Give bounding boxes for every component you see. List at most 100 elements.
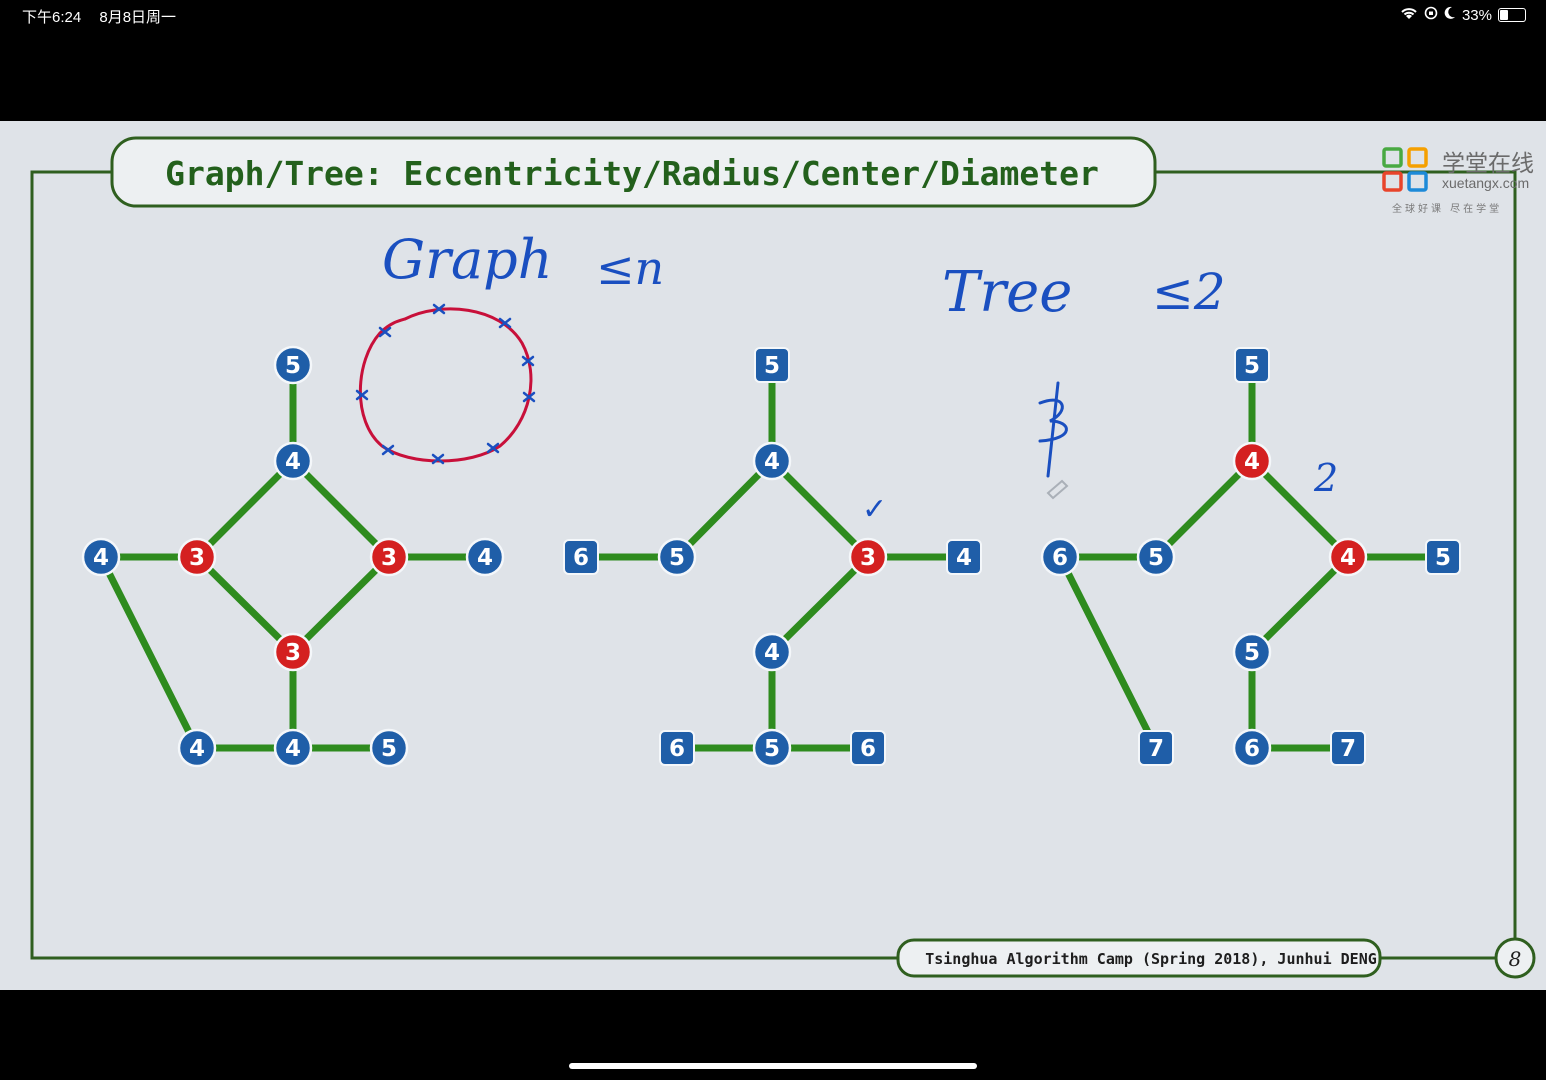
node-label: 5 [764, 736, 780, 762]
node-label: 7 [1340, 736, 1356, 762]
node-label: 4 [764, 640, 780, 666]
graph3-nodes: 5 4 6 5 4 5 5 7 6 7 [1040, 347, 1461, 768]
node-label: 6 [573, 545, 589, 571]
logo-domain: xuetangx.com [1442, 175, 1529, 191]
moon-icon [1444, 6, 1456, 24]
tree-node: 4 [752, 441, 792, 481]
handwriting-tree-bound: ≤2 [1152, 263, 1226, 321]
logo-brand-cn: 学堂在线 [1442, 151, 1534, 177]
node-label: 5 [381, 736, 397, 762]
tree-leaf-node: 6 [659, 730, 695, 766]
cycle-sketch [355, 303, 536, 465]
lecture-slide: Graph/Tree: Eccentricity/Radius/Center/D… [0, 121, 1546, 990]
graph3-edges [1056, 361, 1447, 752]
handwriting-graph: Graph [382, 228, 553, 291]
graph-node-center: 3 [369, 537, 409, 577]
tree-node: 5 [1232, 632, 1272, 672]
graph-node: 4 [81, 537, 121, 577]
handwriting-tree: Tree [942, 260, 1072, 325]
page-number: 8 [1509, 947, 1522, 971]
node-label: 4 [189, 736, 205, 762]
node-label: 3 [381, 545, 397, 571]
slide-title: Graph/Tree: Eccentricity/Radius/Center/D… [165, 154, 1099, 193]
status-date: 8月8日周一 [99, 9, 177, 26]
graph-node: 4 [177, 728, 217, 768]
handwritten-annotations: Graph ≤n Tree ≤2 ✓ 2 [355, 228, 1338, 527]
tree-leaf-node: 5 [1234, 347, 1270, 383]
tree-leaf-node: 7 [1138, 730, 1174, 766]
node-label: 5 [1244, 640, 1260, 666]
node-label: 3 [189, 545, 205, 571]
handwriting-scribble [1038, 381, 1068, 478]
graph-node: 5 [369, 728, 409, 768]
status-right: 33% [1400, 6, 1526, 24]
node-label: 4 [477, 545, 493, 571]
tree-leaf-node: 6 [563, 539, 599, 575]
slide-footer: Tsinghua Algorithm Camp (Spring 2018), J… [925, 950, 1377, 968]
slide-frame [30, 170, 1517, 960]
status-time: 下午6:24 [22, 9, 82, 26]
node-label: 6 [1244, 736, 1260, 762]
tree-leaf-node: 5 [754, 347, 790, 383]
tree-leaf-node: 5 [1425, 539, 1461, 575]
graph2-nodes: 5 4 6 5 3 4 4 6 5 6 [563, 347, 982, 768]
rotation-lock-icon [1424, 6, 1438, 24]
handwriting-graph-bound: ≤n [596, 241, 664, 295]
graph2-edges [577, 361, 968, 752]
node-label: 5 [764, 353, 780, 379]
node-label: 3 [285, 640, 301, 666]
node-label: 4 [285, 736, 301, 762]
graph-node-center: 3 [273, 632, 313, 672]
footer-box [896, 938, 1382, 978]
tree-node: 5 [752, 728, 792, 768]
graph-node: 5 [273, 345, 313, 385]
node-label: 5 [1244, 353, 1260, 379]
node-label: 4 [764, 449, 780, 475]
tree-leaf-node: 4 [946, 539, 982, 575]
graph-node-center: 3 [177, 537, 217, 577]
tree-node: 5 [657, 537, 697, 577]
page-number-circle [1494, 937, 1536, 979]
home-indicator[interactable] [569, 1063, 977, 1069]
node-label: 5 [285, 353, 301, 379]
node-label: 5 [669, 545, 685, 571]
logo-icon [1382, 147, 1428, 192]
tree-node: 5 [1136, 537, 1176, 577]
node-label: 6 [860, 736, 876, 762]
cycle-x-marks [355, 303, 536, 465]
xuetangx-logo: 学堂在线 xuetangx.com 全球好课 尽在学堂 [1382, 147, 1534, 215]
tree-node: 6 [1232, 728, 1272, 768]
pen-cursor-icon [1046, 479, 1069, 500]
slide-canvas: Graph/Tree: Eccentricity/Radius/Center/D… [30, 136, 1536, 979]
node-label: 4 [956, 545, 972, 571]
node-label: 5 [1148, 545, 1164, 571]
handwriting-two: 2 [1313, 456, 1338, 500]
status-left: 下午6:24 8月8日周一 [22, 6, 190, 27]
node-label: 6 [669, 736, 685, 762]
node-label: 3 [860, 545, 876, 571]
ios-status-bar: 下午6:24 8月8日周一 33% [0, 0, 1546, 32]
node-label: 6 [1052, 545, 1068, 571]
node-label: 4 [285, 449, 301, 475]
graph-node: 4 [465, 537, 505, 577]
wifi-icon [1400, 6, 1418, 24]
graph1-nodes: 5 4 4 3 3 4 3 4 4 5 [81, 345, 505, 768]
logo-slogan: 全球好课 尽在学堂 [1392, 202, 1502, 215]
title-box [110, 136, 1157, 208]
tree-leaf-node: 7 [1330, 730, 1366, 766]
node-label: 4 [93, 545, 109, 571]
node-label: 4 [1244, 449, 1260, 475]
tree-node-center: 3 [848, 537, 888, 577]
tree-leaf-node: 6 [850, 730, 886, 766]
node-label: 4 [1340, 545, 1356, 571]
battery-icon [1498, 8, 1526, 22]
handwriting-check-mark: ✓ [862, 492, 887, 527]
tree-node-center: 4 [1232, 441, 1272, 481]
node-label: 5 [1435, 545, 1451, 571]
tree-node: 4 [752, 632, 792, 672]
tree-node-center: 4 [1328, 537, 1368, 577]
graph1-edges [97, 361, 489, 752]
graph-node: 4 [273, 441, 313, 481]
graph-node: 4 [273, 728, 313, 768]
tree-node: 6 [1040, 537, 1080, 577]
